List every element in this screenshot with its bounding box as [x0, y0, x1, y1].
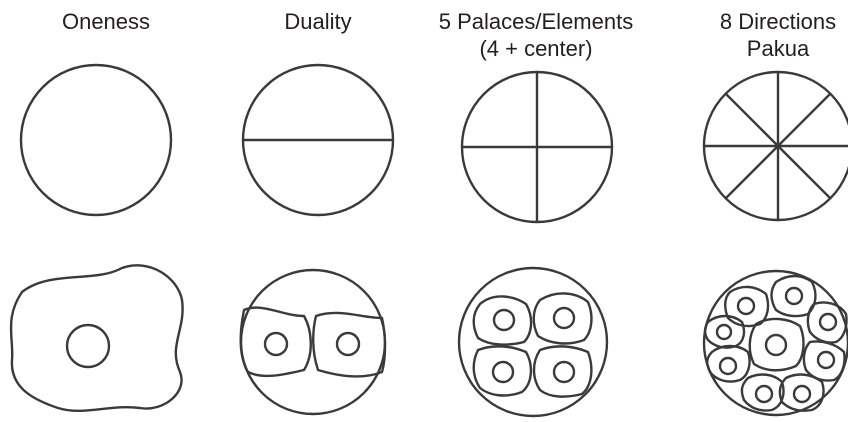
oneness-cell-membrane [11, 265, 183, 410]
five-palaces-nucleus-bottom-right [554, 362, 574, 382]
oneness-circle-diagram [21, 65, 171, 215]
eight-directions-cell-east [808, 302, 847, 342]
eight-directions-cell-south-west [742, 375, 784, 411]
five-palaces-cell-bottom-left [474, 346, 531, 395]
oneness-cell-nucleus [67, 325, 109, 367]
eight-directions-circle-diagram [704, 72, 848, 220]
five-palaces-cell-top-right [534, 293, 592, 343]
duality-cell-diagram [241, 270, 385, 414]
eight-directions-cell-diagram [704, 271, 848, 415]
duality-nucleus-left [265, 333, 287, 355]
five-palaces-cell-top-left [474, 296, 531, 344]
eight-directions-nucleus-south [794, 386, 810, 402]
eight-directions-cell-west-upper [705, 316, 744, 348]
five-palaces-cell-diagram [459, 268, 607, 416]
eight-directions-nucleus-north-west [738, 298, 754, 314]
eight-directions-nucleus-south-west [756, 386, 772, 402]
eight-directions-cell-south [780, 375, 824, 411]
oneness-circle [21, 65, 171, 215]
duality-cell-right [313, 313, 385, 377]
duality-nucleus-right [337, 333, 359, 355]
five-palaces-outer-circle [459, 268, 607, 416]
eight-directions-nucleus-center [766, 335, 786, 355]
eight-directions-cell-west [707, 346, 749, 382]
duality-cell-left [241, 308, 311, 376]
eight-directions-cell-center [750, 319, 804, 370]
five-palaces-circle-diagram [462, 72, 612, 222]
eight-directions-nucleus-south-east [818, 352, 834, 368]
eight-directions-nucleus-west [720, 358, 736, 374]
duality-circle-diagram [243, 65, 393, 215]
eight-directions-nucleus-north [786, 288, 802, 304]
five-palaces-cell-bottom-right [534, 346, 591, 396]
eight-directions-nucleus-east [820, 314, 836, 330]
five-palaces-nucleus-bottom-left [493, 362, 513, 382]
five-palaces-nucleus-top-left [494, 310, 514, 330]
eight-directions-nucleus-west-upper [717, 325, 731, 339]
oneness-cell-diagram [11, 265, 183, 410]
five-palaces-nucleus-top-right [554, 308, 574, 328]
